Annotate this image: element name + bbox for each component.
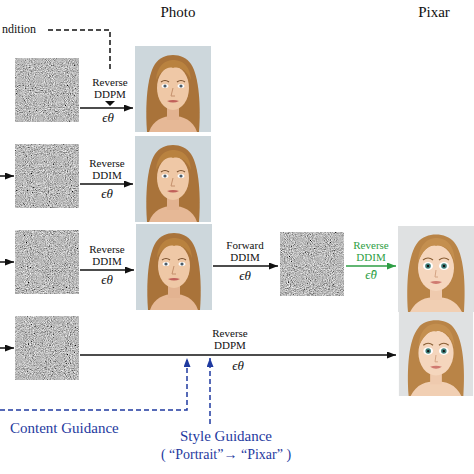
column-header: Photo: [160, 4, 195, 21]
guidance-label: Style Guidance: [180, 428, 272, 445]
condition-line: [48, 30, 110, 72]
step-label: Reverse DDIM: [80, 157, 134, 181]
noise-image: [15, 144, 79, 208]
model-symbol: ϵθ: [101, 187, 113, 201]
noise-image: [15, 316, 79, 380]
model-symbol: ϵθ: [101, 273, 113, 287]
process-arrow: [80, 107, 133, 109]
model-symbol: ϵθ: [102, 111, 114, 125]
pixar-face: [399, 312, 473, 396]
process-arrow: [346, 265, 396, 267]
condition-label: ndition: [2, 23, 36, 36]
pixar-face: [398, 226, 474, 312]
model-symbol: ϵθ: [239, 269, 251, 283]
process-arrow: [80, 269, 134, 271]
noise-image: [15, 58, 79, 122]
process-arrow: [213, 265, 278, 267]
noise-image: [15, 230, 79, 294]
guidance-line: [0, 358, 187, 410]
column-header: Pixar: [418, 4, 450, 21]
step-label: Forward DDIM: [218, 239, 272, 263]
guidance-line: [209, 358, 211, 424]
process-arrow: [80, 354, 396, 356]
input-arrow: [0, 347, 14, 349]
guidance-label: Content Guidance: [10, 420, 119, 437]
photo-face: [136, 224, 212, 310]
step-label: Reverse DDPM: [203, 327, 257, 351]
step-label: Reverse DDIM: [344, 239, 398, 263]
photo-face: [135, 136, 211, 222]
model-symbol: ϵ̂θ: [365, 268, 377, 282]
step-label: Reverse DDPM: [83, 76, 137, 100]
process-arrow: [80, 183, 133, 185]
photo-face: [135, 46, 211, 132]
condition-marker: [105, 101, 115, 106]
model-symbol: ϵθ: [232, 359, 244, 373]
step-label: Reverse DDIM: [80, 243, 134, 267]
guidance-note: ( “Portrait”→ “Pixar” ): [161, 447, 291, 462]
input-arrow: [0, 261, 14, 263]
noise-image: [280, 232, 344, 296]
input-arrow: [0, 175, 14, 177]
